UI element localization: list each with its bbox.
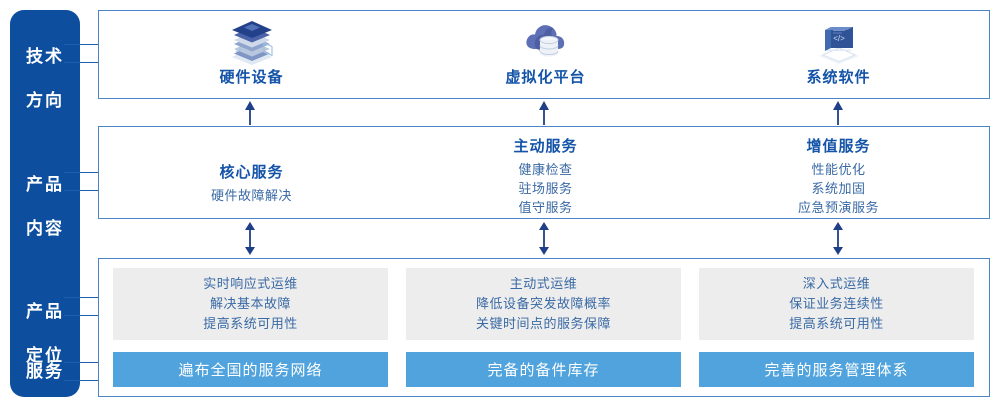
advantage-label: 完备的备件库存: [487, 362, 600, 379]
cloud-database-icon: [514, 15, 578, 65]
rail-label-line: 方向: [26, 91, 64, 110]
connector-stub: [64, 315, 100, 316]
arrow-double-value-added: [828, 222, 848, 260]
rail-label-line: 产品: [26, 302, 64, 321]
rail-label-product-content: 产品 内容: [10, 152, 80, 262]
advantage-bar-service-network[interactable]: 遍布全国的服务网络: [113, 352, 388, 387]
product-item: 健康检查: [518, 162, 573, 177]
arrow-double-proactive: [534, 222, 554, 260]
product-content-panel: 核心服务 硬件故障解决 主动服务 健康检查 驻场服务 值守服务 增值服务 性能优…: [98, 126, 990, 219]
product-column-proactive-service[interactable]: 主动服务 健康检查 驻场服务 值守服务: [397, 135, 694, 217]
positioning-line: 关键时间点的服务保障: [475, 316, 611, 331]
arrow-up-virtualization: [534, 101, 554, 130]
connector-stub: [64, 190, 100, 191]
advantage-bar-management-system[interactable]: 完善的服务管理体系: [699, 352, 974, 387]
rail-label-line: 服务: [26, 362, 64, 381]
tech-label: 硬件设备: [219, 69, 284, 86]
rail-label-line: 技术: [26, 47, 64, 66]
product-item: 系统加固: [811, 181, 866, 196]
svg-text:</>: </>: [833, 34, 845, 43]
rail-label-tech-direction: 技术 方向: [10, 24, 80, 134]
connector-stub: [64, 62, 100, 63]
arrow-up-system-software: [828, 101, 848, 130]
product-item: 性能优化: [811, 162, 866, 177]
tech-label: 虚拟化平台: [505, 69, 586, 86]
tech-label: 系统软件: [806, 69, 871, 86]
rail-label-product-positioning: 产品 定位: [10, 279, 80, 389]
positioning-card-realtime[interactable]: 实时响应式运维 解决基本故障 提高系统可用性: [113, 268, 388, 340]
product-item: 硬件故障解决: [210, 188, 292, 203]
tech-column-virtualization[interactable]: 虚拟化平台: [397, 15, 694, 96]
positioning-line: 提高系统可用性: [789, 316, 884, 331]
advantage-bar-spare-parts[interactable]: 完备的备件库存: [406, 352, 681, 387]
positioning-advantage-panel: 实时响应式运维 解决基本故障 提高系统可用性 主动式运维 降低设备突发故障概率 …: [98, 258, 990, 397]
software-code-icon: </>: [807, 15, 871, 65]
positioning-line: 实时响应式运维: [203, 276, 298, 291]
product-title: 核心服务: [219, 164, 284, 181]
product-item: 驻场服务: [518, 181, 573, 196]
left-rail: [10, 10, 80, 397]
positioning-card-proactive[interactable]: 主动式运维 降低设备突发故障概率 关键时间点的服务保障: [406, 268, 681, 340]
arrow-double-core: [240, 222, 260, 260]
positioning-card-indepth[interactable]: 深入式运维 保证业务连续性 提高系统可用性: [699, 268, 974, 340]
connector-stub: [64, 44, 100, 45]
product-title: 主动服务: [513, 138, 578, 155]
rail-label-line: 内容: [26, 219, 64, 238]
connector-stub: [64, 297, 100, 298]
connector-stub: [64, 380, 100, 381]
tech-column-system-software[interactable]: </> 系统软件: [690, 15, 987, 96]
product-title: 增值服务: [806, 138, 871, 155]
server-stack-icon: [220, 15, 284, 65]
advantage-label: 遍布全国的服务网络: [178, 362, 323, 379]
positioning-line: 解决基本故障: [209, 296, 291, 311]
tech-column-hardware[interactable]: 硬件设备: [103, 15, 400, 96]
rail-label-service-advantage: 服务 优势: [10, 339, 80, 407]
arrow-up-hardware: [240, 101, 260, 130]
product-item: 应急预演服务: [797, 200, 879, 215]
product-item: 值守服务: [518, 200, 573, 215]
advantage-label: 完善的服务管理体系: [764, 362, 909, 379]
positioning-line: 降低设备突发故障概率: [475, 296, 611, 311]
product-column-core-service[interactable]: 核心服务 硬件故障解决: [103, 135, 400, 205]
rail-label-line: 产品: [26, 175, 64, 194]
positioning-line: 提高系统可用性: [203, 316, 298, 331]
rail-label-line: 定位: [26, 346, 64, 365]
connector-stub: [64, 172, 100, 173]
connector-stub: [64, 362, 100, 363]
positioning-line: 保证业务连续性: [789, 296, 884, 311]
tech-direction-panel: 硬件设备: [98, 10, 990, 99]
positioning-line: 深入式运维: [802, 276, 871, 291]
product-column-value-added-service[interactable]: 增值服务 性能优化 系统加固 应急预演服务: [690, 135, 987, 217]
positioning-line: 主动式运维: [509, 276, 578, 291]
